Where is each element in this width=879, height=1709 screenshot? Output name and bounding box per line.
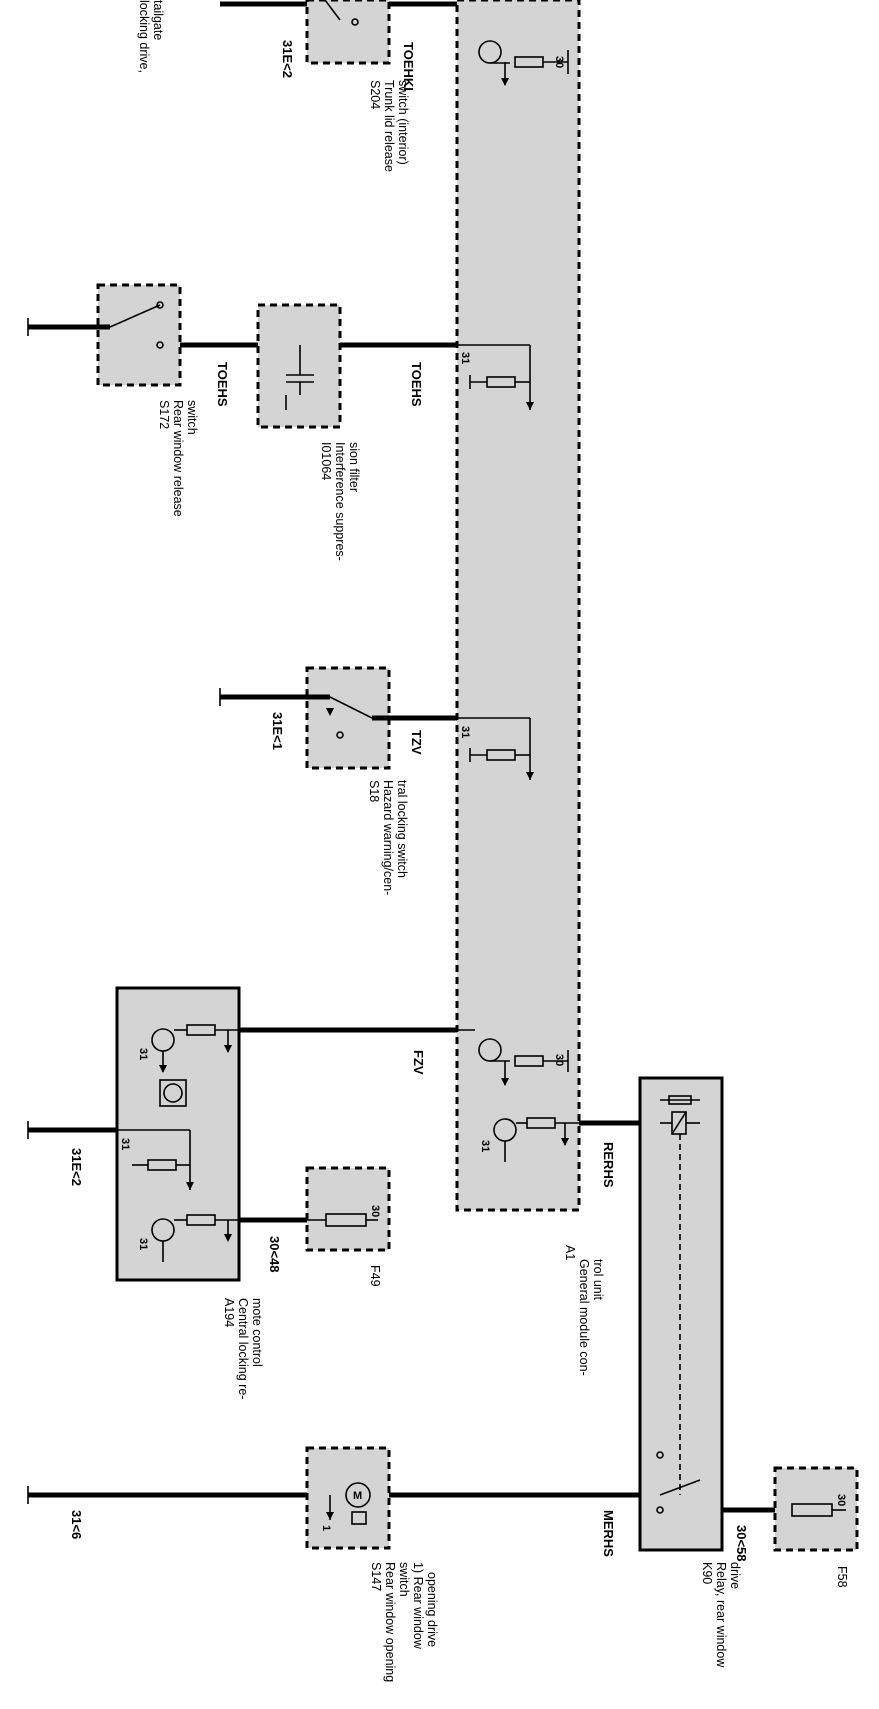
svg-text:General module con-: General module con- xyxy=(577,1259,591,1376)
svg-text:Rear window release: Rear window release xyxy=(171,400,185,517)
s147-pin-1: 1 xyxy=(320,1525,332,1531)
a1-pin-31-tzv: 31 xyxy=(459,726,471,738)
wire-label-toehki: TOEHKI xyxy=(401,42,416,91)
svg-text:sion filter: sion filter xyxy=(347,442,361,492)
a1-pin-31-rerhs: 31 xyxy=(479,1140,491,1152)
a1-pin-30-top: 30 xyxy=(553,56,565,68)
svg-text:S204: S204 xyxy=(368,80,382,109)
wire-label-rerhs: RERHS xyxy=(601,1142,616,1188)
s147-motor-ground-arrow xyxy=(326,1512,334,1520)
s204-switch-box xyxy=(305,0,391,65)
svg-text:Central locking re-: Central locking re- xyxy=(236,1298,250,1399)
i01064-filter-box xyxy=(256,303,342,429)
svg-text:trol unit: trol unit xyxy=(591,1259,605,1301)
svg-text:Rear window opening: Rear window opening xyxy=(383,1562,397,1682)
wire-label-fzv: FZV xyxy=(411,1050,426,1075)
a194-input-resistor xyxy=(117,1129,194,1190)
svg-text:switch (interior): switch (interior) xyxy=(396,80,410,165)
s172-switch-box xyxy=(96,283,182,387)
svg-text:Relay, rear window: Relay, rear window xyxy=(714,1562,728,1668)
k90-relay-box xyxy=(638,1076,724,1552)
i01064-label: I01064 Interference suppres- sion filter xyxy=(319,442,361,561)
s204-contact-icon xyxy=(324,0,341,21)
a194-pin-31-bottom: 31 xyxy=(137,1238,149,1250)
a1-input-resistor-tzv xyxy=(457,717,534,780)
s147-motor-switch-icon xyxy=(351,1511,367,1525)
a1-label: A1 General module con- trol unit xyxy=(563,1245,605,1376)
svg-text:switch: switch xyxy=(397,1562,411,1597)
svg-text:A194: A194 xyxy=(222,1298,236,1327)
s204-ground-node: 31E<2 xyxy=(280,40,295,78)
f58-label: F58 xyxy=(835,1566,849,1588)
a194-receiver-circle xyxy=(163,1083,183,1103)
a194-pin-31-top: 31 xyxy=(137,1048,149,1060)
svg-text:Hazard warning/cen-: Hazard warning/cen- xyxy=(381,780,395,895)
k90-contact-point-b xyxy=(656,1506,664,1514)
a1-output-transistor-top xyxy=(478,40,569,86)
a194-receiver-icon xyxy=(159,1079,187,1107)
svg-text:tral locking switch: tral locking switch xyxy=(395,780,409,878)
s18-actuator-arrow xyxy=(326,708,334,716)
svg-text:mote control: mote control xyxy=(250,1298,264,1367)
s18-contact-point xyxy=(336,731,344,739)
k90-relay-coil xyxy=(660,1095,700,1135)
svg-text:opening drive: opening drive xyxy=(425,1572,439,1647)
a194-pin-31-mid: 31 xyxy=(119,1138,131,1150)
a1-output-transistor-rerhs xyxy=(493,1117,579,1162)
wire-label-toehs-left: TOEHS xyxy=(215,362,230,407)
svg-text:Trunk lid release: Trunk lid release xyxy=(382,80,396,172)
svg-text:I01064: I01064 xyxy=(319,442,333,480)
svg-text:K90: K90 xyxy=(700,1562,714,1584)
s18-contact-icon xyxy=(329,696,373,719)
f58-pin-30: 30 xyxy=(835,1494,847,1506)
a1-input-resistor-toehs xyxy=(457,344,534,410)
s147-ground-node: 31<6 xyxy=(69,1510,84,1539)
s147-label: S147 Rear window opening switch 1) Rear … xyxy=(369,1562,439,1682)
svg-text:1) Rear window: 1) Rear window xyxy=(411,1562,425,1650)
a1-output-transistor-fzv xyxy=(457,1029,569,1086)
motor-glyph: M xyxy=(353,1490,362,1502)
a194-supply-node: 30<48 xyxy=(267,1236,282,1273)
a194-remote-control-box xyxy=(115,986,241,1282)
s147-switch-box xyxy=(305,1446,391,1550)
k90-label: K90 Relay, rear window drive xyxy=(700,1562,742,1668)
a194-transistor-top xyxy=(151,1024,239,1073)
s18-label: S18 Hazard warning/cen- tral locking swi… xyxy=(367,780,409,895)
s172-contact-icon xyxy=(109,304,161,328)
svg-text:switch: switch xyxy=(185,400,199,435)
svg-text:S147: S147 xyxy=(369,1562,383,1591)
f58-fuse-box xyxy=(773,1466,859,1552)
svg-text:S18: S18 xyxy=(367,780,381,802)
a194-transistor-bottom xyxy=(151,1214,239,1262)
f49-pin-30: 30 xyxy=(369,1205,381,1217)
svg-text:S172: S172 xyxy=(157,400,171,429)
a1-control-unit-box xyxy=(455,0,581,1212)
svg-text:locking drive,: locking drive, xyxy=(137,0,151,73)
svg-text:tailgate: tailgate xyxy=(151,0,165,40)
a194-label: A194 Central locking re- mote control xyxy=(222,1298,264,1399)
s204-label: S204 Trunk lid release switch (interior) xyxy=(368,80,410,172)
wire-label-toehs-right: TOEHS xyxy=(409,362,424,407)
f49-fuse-box xyxy=(305,1166,391,1252)
a1-pin-31-toehs: 31 xyxy=(459,352,471,364)
s172-label: S172 Rear window release switch xyxy=(157,400,199,517)
s18-ground-node: 31E<1 xyxy=(270,712,285,750)
partial-component-label: locking drive, tailgate xyxy=(137,0,165,73)
a1-pin-30-fzv: 30 xyxy=(553,1054,565,1066)
motor-icon xyxy=(345,1482,371,1508)
svg-text:A1: A1 xyxy=(563,1245,577,1260)
k90-supply-node: 30<58 xyxy=(734,1525,749,1562)
s172-contact-point-a xyxy=(156,301,164,309)
k90-contact-point-a xyxy=(656,1451,664,1459)
f49-label: F49 xyxy=(368,1265,382,1287)
a194-ground-node: 31E<2 xyxy=(69,1148,84,1186)
k90-contact-icon xyxy=(659,1479,701,1496)
svg-text:drive: drive xyxy=(728,1562,742,1589)
wire-label-merhs: MERHS xyxy=(601,1510,616,1557)
svg-text:Interference suppres-: Interference suppres- xyxy=(333,442,347,561)
s172-contact-point-b xyxy=(156,341,164,349)
s204-contact-point xyxy=(351,18,359,26)
wire-label-tzv: TZV xyxy=(409,730,424,755)
